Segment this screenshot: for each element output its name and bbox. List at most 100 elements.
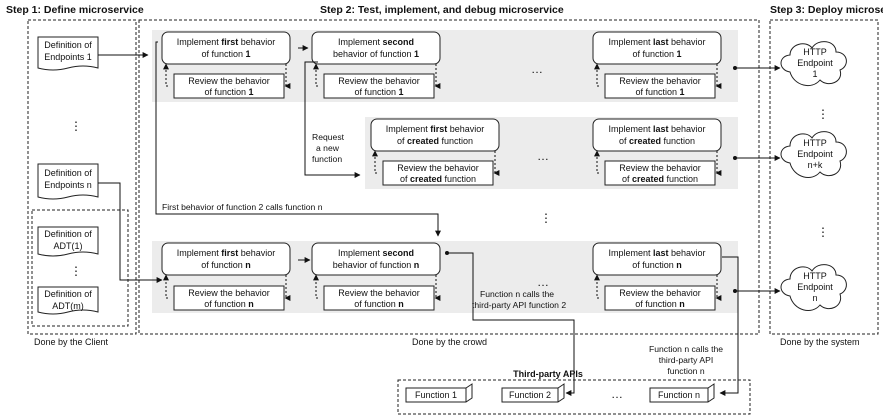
row1-review-line2-3: of function 1: [635, 87, 684, 97]
row1-pair-1: Implement first behavior of function 1 Rev…: [161, 31, 291, 99]
doc-endpoints-1-line2: Endpoints 1: [44, 52, 92, 62]
endpoint-n-line3: n: [812, 293, 817, 303]
row3-review-box-2: [323, 285, 435, 311]
calls-function-n-note: First behavior of function 2 calls funct…: [162, 202, 323, 212]
row1-implement-to-review-1: [284, 64, 291, 89]
doc-adt-m: Definition of ADT(m): [37, 286, 99, 315]
row3-review-line2-1: of function n: [204, 299, 254, 309]
row1-review-to-implement-3: [594, 63, 600, 87]
row1-review-line1-1: Review the behavior: [188, 76, 270, 86]
api-function-n: Function n: [649, 383, 715, 403]
endpoint-n-line1: HTTP: [803, 271, 827, 281]
row3-implement-line2-1: of function n: [201, 260, 251, 270]
api-function-2: Function 2: [501, 383, 565, 403]
row2-implement-line2-1: of created function: [397, 136, 473, 146]
system-panel: [769, 19, 879, 335]
row1-implement-to-review-2: [434, 64, 441, 89]
row2-review-line2-2: of created function: [622, 174, 698, 184]
row3-review-to-implement-2: [313, 274, 319, 299]
row1-review-line1-2: Review the behavior: [338, 76, 420, 86]
row1-review-to-implement-2: [313, 63, 319, 87]
endpoint-ellipsis-2: ⋮: [817, 225, 829, 239]
row2-implement-line2-2: of created function: [619, 136, 695, 146]
doc-adt-1-line1: Definition of: [44, 229, 92, 239]
calls-api-n-note-3: function n: [667, 366, 704, 376]
row3-review-line1-3: Review the behavior: [619, 288, 701, 298]
step3-title: Step 3: Deploy microservice: [770, 4, 883, 16]
system-footer: Done by the system: [780, 337, 860, 347]
row1-implement-line1-1: Implement first behavior: [177, 37, 276, 47]
row1-review-box-2: [323, 73, 435, 99]
doc-endpoints-1: Definition of Endpoints 1: [37, 36, 99, 71]
api-function-n-label: Function n: [658, 390, 700, 400]
row1-implement-line1-3: Implement last behavior: [608, 37, 705, 47]
endpoint-1-line2: Endpoint: [797, 58, 833, 68]
row1-implement-to-review-3: [715, 64, 722, 89]
row2-implement-line1-2: Implement last behavior: [608, 124, 705, 134]
row2-ellipsis: …: [537, 149, 549, 163]
request-note-2: a new: [316, 143, 340, 153]
endpoint-1-line1: HTTP: [803, 47, 827, 57]
row2-review-to-implement-2: [594, 150, 600, 174]
row3-review-line1-1: Review the behavior: [188, 288, 270, 298]
row1-implement-box-3: [592, 31, 722, 65]
row3-review-line2-2: of function n: [354, 299, 404, 309]
row1-review-to-implement-1: [163, 63, 169, 87]
client-footer: Done by the Client: [34, 337, 109, 347]
row2-pair-2: Implement last behavior of created functi…: [592, 118, 722, 186]
endpoint-cloud-n: HTTP Endpoint n: [780, 264, 847, 311]
row1-implement-line1-2: Implement second: [338, 37, 414, 47]
doc-vertical-ellipsis: ⋮: [70, 119, 82, 133]
row3-implement-box-2: [311, 242, 441, 276]
endpoint-nk-line3: n+k: [808, 160, 823, 170]
step2-title: Step 2: Test, implement, and debug micro…: [320, 4, 564, 16]
row3-review-line1-2: Review the behavior: [338, 288, 420, 298]
row3-implement-box-3: [592, 242, 722, 276]
calls-function-n-arrow: [155, 41, 441, 237]
row2-review-line1-2: Review the behavior: [619, 163, 701, 173]
row3-implement-line1-3: Implement last behavior: [608, 248, 705, 258]
doc-adt-1-line2: ADT(1): [54, 241, 83, 251]
row2-review-box-2: [604, 160, 716, 186]
row1-review-box-3: [604, 73, 716, 99]
row3-implement-box-1: [161, 242, 291, 276]
row2-review-to-implement-1: [372, 150, 378, 174]
third-party-title: Third-party APIs: [513, 369, 583, 379]
request-note-1: Request: [312, 132, 345, 142]
row3-review-line2-3: of function n: [635, 299, 685, 309]
adt-vertical-ellipsis: ⋮: [70, 264, 82, 278]
doc-adt-1: Definition of ADT(1): [37, 226, 99, 257]
calls-api-2-arrow: [445, 251, 575, 396]
row2-review-box-1: [382, 160, 494, 186]
row1-implement-line2-1: of function 1: [201, 49, 250, 59]
row1-review-box-1: [173, 73, 285, 99]
row2-implement-box-2: [592, 118, 722, 152]
doc-adt-m-line2: ADT(m): [52, 301, 84, 311]
row3-implement-line1-1: Implement first behavior: [177, 248, 276, 258]
row1-review-line2-2: of function 1: [354, 87, 403, 97]
row1-implement-line2-2: behavior of function 1: [333, 49, 419, 59]
endpoint-ellipsis-1: ⋮: [817, 107, 829, 121]
row3-implement-line1-2: Implement second: [338, 248, 414, 258]
endpoint-n-line2: Endpoint: [797, 282, 833, 292]
calls-api-n-arrow: [719, 256, 739, 396]
api-function-1: Function 1: [405, 383, 473, 403]
row2-implement-to-review-2: [715, 151, 722, 176]
adt-group: [31, 209, 129, 327]
row3-review-to-implement-3: [594, 274, 600, 299]
arrow-defn-to-row3: [98, 182, 163, 283]
doc-endpoints-n-line2: Endpoints n: [44, 180, 92, 190]
calls-api-2-note-1: Function n calls the: [480, 289, 554, 299]
row1-ellipsis: …: [531, 62, 543, 76]
calls-api-2-note-2: third-party API function 2: [472, 300, 566, 310]
row1-implement-box-1: [161, 31, 291, 65]
row3-ellipsis: …: [537, 275, 549, 289]
endpoint-nk-line2: Endpoint: [797, 149, 833, 159]
endpoint-nk-line1: HTTP: [803, 138, 827, 148]
crowd-panel: [138, 19, 760, 335]
